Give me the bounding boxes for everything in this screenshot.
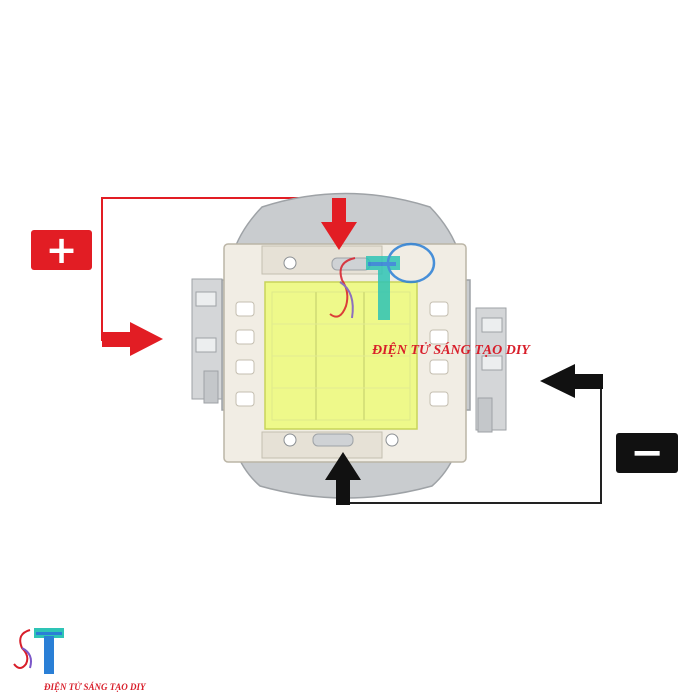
negative-symbol: − [630, 430, 664, 476]
negative-arrow-left [540, 364, 603, 398]
footer-brand-text: ĐIỆN TỬ SÁNG TẠO DIY [44, 682, 146, 692]
positive-arrow-right [102, 322, 163, 356]
plus-icon: + [31, 228, 92, 272]
st-logo-icon [329, 242, 436, 320]
positive-symbol: + [45, 228, 78, 272]
frame-pads [235, 301, 449, 407]
negative-arrow-up [325, 452, 361, 505]
minus-icon: − [616, 430, 678, 476]
left-tab-terminal [191, 278, 223, 404]
led-die [264, 281, 418, 430]
watermark-text: ĐIỆN TỬ SÁNG TẠO DIY [372, 343, 530, 358]
positive-arrow-down [321, 198, 357, 250]
footer-st-logo-icon [13, 628, 64, 674]
right-tab-terminal [475, 307, 507, 433]
